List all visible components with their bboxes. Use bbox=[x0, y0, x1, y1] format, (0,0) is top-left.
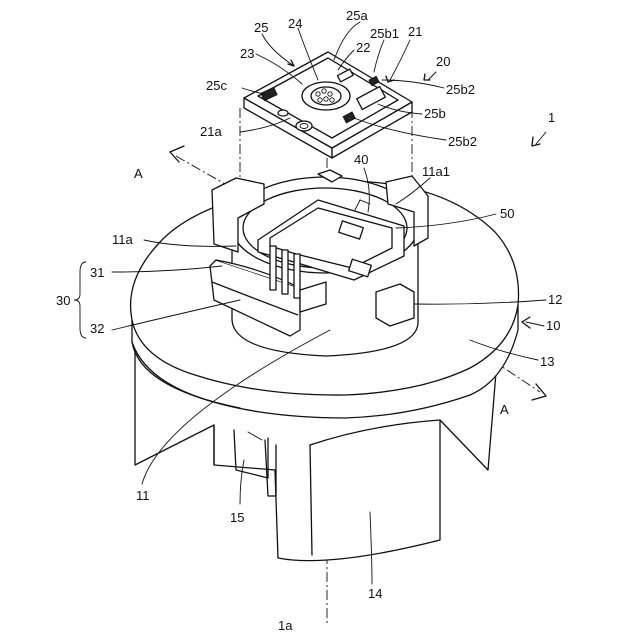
label-22: 22 bbox=[356, 40, 370, 55]
label-25a: 25a bbox=[346, 8, 368, 23]
label-25: 25 bbox=[254, 20, 268, 35]
light-emitting-device-20 bbox=[244, 52, 412, 158]
section-line-left bbox=[176, 156, 232, 188]
label-25b: 25b bbox=[424, 106, 446, 121]
label-31: 31 bbox=[90, 265, 104, 280]
label-14: 14 bbox=[368, 586, 382, 601]
label-11a: 11a bbox=[112, 232, 133, 247]
label-13: 13 bbox=[540, 354, 554, 369]
label-24: 24 bbox=[288, 16, 302, 31]
label-12: 12 bbox=[548, 292, 562, 307]
label-21: 21 bbox=[408, 24, 422, 39]
label-25c: 25c bbox=[206, 78, 227, 93]
label-20: 20 bbox=[436, 54, 450, 69]
label-A-right: A bbox=[500, 402, 509, 417]
label-50: 50 bbox=[500, 206, 514, 221]
label-25b2-bottom: 25b2 bbox=[448, 134, 477, 149]
label-A-left: A bbox=[134, 166, 143, 181]
label-1a: 1a bbox=[278, 618, 293, 633]
label-15: 15 bbox=[230, 510, 244, 525]
arrow-1 bbox=[532, 137, 540, 146]
label-11a1: 11a1 bbox=[422, 164, 450, 179]
label-30: 30 bbox=[56, 293, 70, 308]
label-32: 32 bbox=[90, 321, 104, 336]
label-1: 1 bbox=[548, 110, 555, 125]
label-21a: 21a bbox=[200, 124, 222, 139]
label-40: 40 bbox=[354, 152, 368, 167]
section-arrow-right bbox=[532, 384, 546, 400]
label-25b1: 25b1 bbox=[370, 26, 399, 41]
projection-12 bbox=[376, 284, 414, 326]
label-11: 11 bbox=[136, 488, 150, 503]
label-25b2-top: 25b2 bbox=[446, 82, 475, 97]
label-10: 10 bbox=[546, 318, 560, 333]
label-23: 23 bbox=[240, 46, 254, 61]
arrow-21 bbox=[386, 76, 394, 82]
